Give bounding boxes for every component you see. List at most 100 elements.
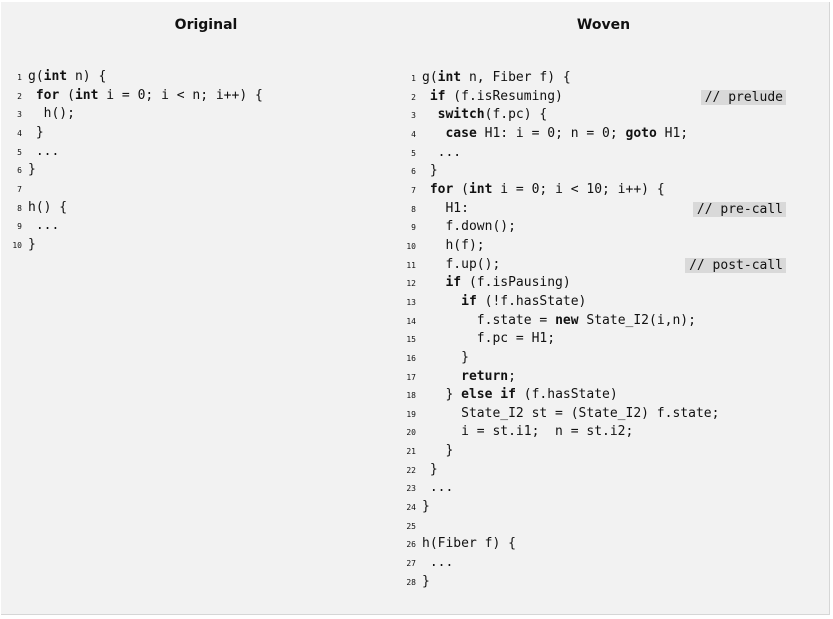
code-indent bbox=[422, 294, 461, 309]
code-text: } bbox=[429, 163, 438, 179]
code-line: 10} bbox=[9, 236, 263, 255]
code-line: 12 if (f.isPausing) bbox=[403, 274, 786, 293]
code-keyword: if bbox=[429, 88, 446, 104]
code-indent bbox=[422, 201, 445, 216]
original-header: Original bbox=[174, 17, 238, 33]
code-indent bbox=[28, 218, 36, 233]
code-line: 5 ... bbox=[9, 143, 263, 162]
code-line: 21 } bbox=[403, 442, 786, 461]
code-indent bbox=[28, 144, 36, 159]
code-keyword: if bbox=[445, 275, 462, 291]
code-text: } bbox=[35, 124, 44, 140]
code-line: 11 f.up();// post-call bbox=[403, 256, 786, 275]
code-line: 6} bbox=[9, 161, 263, 180]
code-text: H1; bbox=[656, 125, 689, 141]
code-indent bbox=[422, 480, 430, 495]
code-text: h(Fiber f) { bbox=[422, 536, 516, 552]
code-text: g( bbox=[28, 69, 44, 84]
code-line: 2 for (int i = 0; i < n; i++) { bbox=[9, 87, 263, 106]
line-number: 10 bbox=[406, 241, 416, 251]
line-number: 5 bbox=[411, 148, 416, 158]
code-indent bbox=[28, 88, 36, 103]
line-number: 4 bbox=[17, 128, 22, 138]
code-text: H1: bbox=[445, 200, 469, 216]
code-text: (f.isPausing) bbox=[461, 275, 571, 291]
line-number: 1 bbox=[411, 74, 416, 83]
line-number: 5 bbox=[17, 147, 22, 157]
code-text: i = 0; i < n; i++) { bbox=[98, 87, 263, 103]
code-text: ... bbox=[35, 218, 60, 234]
code-text: n) { bbox=[67, 69, 107, 84]
line-number: 19 bbox=[406, 409, 416, 419]
code-keyword: for bbox=[429, 181, 454, 197]
code-text: (!f.hasState) bbox=[476, 293, 587, 309]
code-line: 9 f.down(); bbox=[403, 218, 786, 237]
line-number: 10 bbox=[12, 240, 22, 250]
code-line: 13 if (!f.hasState) bbox=[403, 293, 786, 312]
code-text: (f.hasState) bbox=[515, 387, 618, 403]
code-indent bbox=[422, 163, 430, 178]
line-number: 28 bbox=[406, 577, 416, 587]
line-number: 24 bbox=[406, 503, 416, 513]
code-line: 4 case H1: i = 0; n = 0; goto H1; bbox=[403, 125, 786, 144]
line-number: 27 bbox=[406, 559, 416, 569]
woven-header: Woven bbox=[576, 17, 631, 33]
line-number: 14 bbox=[406, 316, 416, 326]
code-text: } bbox=[461, 349, 469, 365]
line-number: 2 bbox=[411, 92, 416, 102]
code-line: 14 f.state = new State_I2(i,n); bbox=[403, 312, 786, 331]
code-text: g( bbox=[422, 70, 438, 85]
code-text: ; bbox=[508, 368, 516, 384]
code-keyword: int bbox=[468, 181, 493, 197]
line-number: 13 bbox=[406, 297, 416, 307]
code-text: i = st.i1; n = st.i2; bbox=[461, 424, 634, 440]
code-line: 8 H1:// pre-call bbox=[403, 200, 786, 219]
code-line: 27 ... bbox=[403, 554, 786, 573]
code-keyword: switch bbox=[437, 107, 485, 123]
code-line: 16 } bbox=[403, 349, 786, 368]
code-line: 24} bbox=[403, 498, 786, 517]
code-text: h(); bbox=[43, 106, 75, 122]
code-indent bbox=[422, 126, 445, 141]
code-text: f.down(); bbox=[445, 219, 516, 235]
code-line: 20 i = st.i1; n = st.i2; bbox=[403, 423, 786, 442]
code-line: 3 h(); bbox=[9, 105, 263, 124]
code-line: 7 bbox=[9, 180, 263, 199]
line-number: 20 bbox=[406, 428, 416, 438]
line-number: 26 bbox=[406, 540, 416, 550]
code-indent bbox=[422, 350, 461, 365]
code-indent bbox=[422, 238, 445, 253]
code-keyword: else if bbox=[461, 387, 516, 403]
line-number: 3 bbox=[17, 110, 22, 120]
code-comment-annotation: // prelude bbox=[700, 89, 786, 105]
code-line: 7 for (int i = 0; i < 10; i++) { bbox=[403, 181, 786, 200]
code-keyword: if bbox=[461, 293, 477, 309]
code-text: } bbox=[422, 573, 430, 589]
code-text: State_I2 st = (State_I2) f.state; bbox=[461, 405, 720, 421]
line-number: 1 bbox=[17, 73, 22, 82]
code-text: ( bbox=[453, 181, 469, 197]
code-line: 23 ... bbox=[403, 479, 786, 498]
code-line: 17 return; bbox=[403, 368, 786, 387]
code-text: h() { bbox=[28, 199, 68, 215]
code-indent bbox=[422, 145, 438, 160]
line-number: 6 bbox=[411, 167, 416, 177]
code-line: 2 if (f.isResuming)// prelude bbox=[403, 88, 786, 107]
line-number: 3 bbox=[411, 111, 416, 121]
code-keyword: goto bbox=[625, 125, 657, 141]
line-number: 2 bbox=[17, 91, 22, 101]
line-number: 25 bbox=[406, 521, 416, 531]
code-text: H1: i = 0; n = 0; bbox=[476, 125, 626, 141]
code-indent bbox=[28, 125, 36, 140]
code-indent bbox=[422, 275, 445, 290]
code-text: ... bbox=[429, 555, 454, 571]
code-text: } bbox=[445, 387, 462, 403]
code-indent bbox=[422, 107, 438, 122]
code-line: 25 bbox=[403, 517, 786, 536]
line-number: 4 bbox=[411, 129, 416, 139]
